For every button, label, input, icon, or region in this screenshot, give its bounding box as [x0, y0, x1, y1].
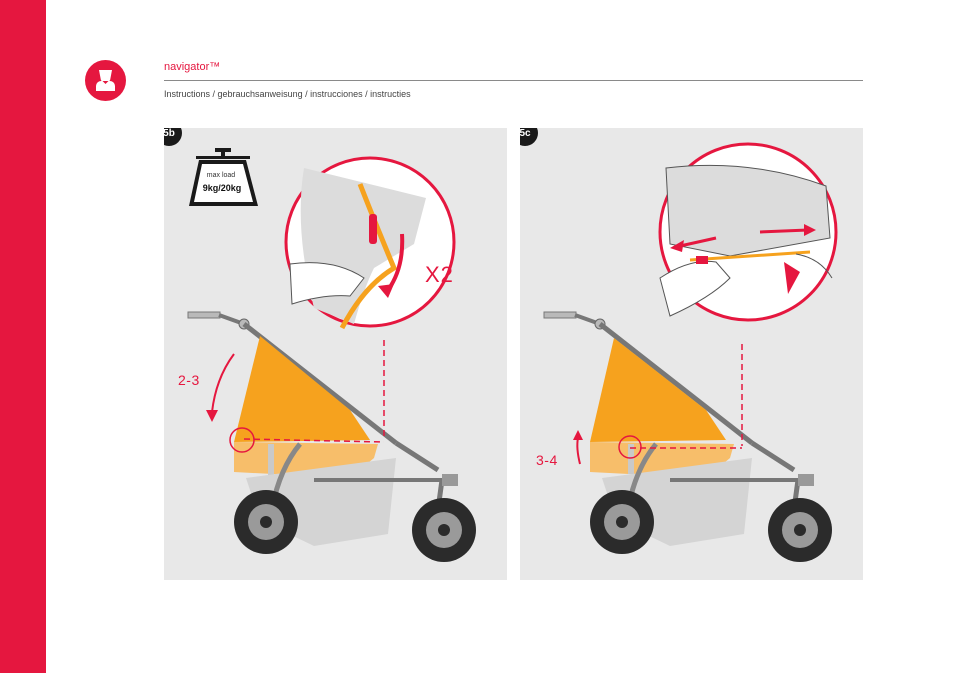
page-title: navigator™ [164, 61, 221, 73]
step-badge: 5b [164, 128, 182, 146]
person-icon [85, 60, 126, 101]
step-range-label: 3-4 [536, 452, 558, 468]
curved-arrow-icon [573, 430, 583, 465]
panel-step-5b: 5b max load 9kg/20kg X2 2-3 [164, 128, 507, 580]
stroller [187, 311, 476, 562]
stroller-illustration [543, 142, 838, 562]
stroller [543, 311, 832, 562]
header-divider [164, 80, 863, 81]
weight-value: 9kg/20kg [202, 183, 242, 193]
side-bar [0, 0, 46, 673]
page-subtitle: Instructions / gebrauchsanweisung / inst… [164, 89, 411, 99]
weight-caption: max load [206, 172, 236, 179]
panel-step-5c: 5c 3-4 [520, 128, 863, 580]
weight-icon [189, 148, 258, 206]
curved-arrow-icon [206, 353, 235, 422]
detail-zoom-circle [284, 156, 456, 330]
detail-zoom-circle [658, 142, 838, 322]
stroller-illustration [187, 148, 476, 562]
repeat-label: X2 [425, 262, 454, 287]
step-badge: 5c [520, 128, 538, 146]
step-range-label: 2-3 [178, 372, 200, 388]
